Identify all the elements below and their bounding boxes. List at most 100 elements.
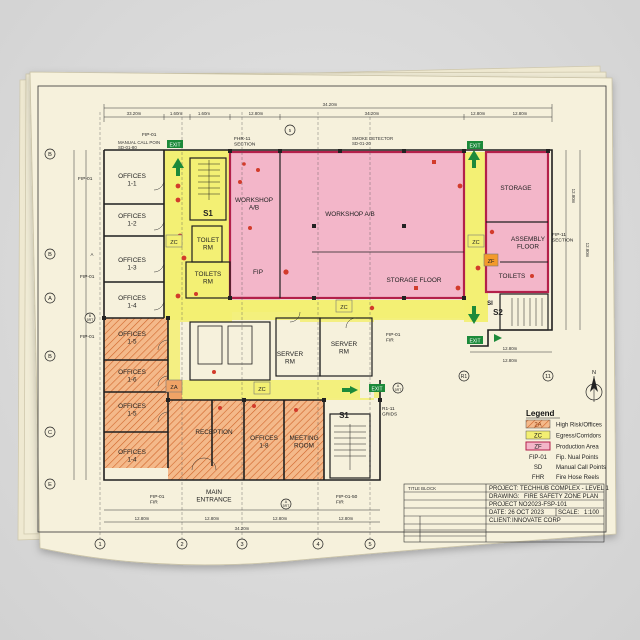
grid-col-1: 1 <box>98 542 101 548</box>
grid-ref-11: 11 <box>545 374 551 380</box>
legend-swatch-production <box>525 441 551 451</box>
zone-tags <box>165 234 499 395</box>
exit-label-top-right: EXIT <box>469 144 480 150</box>
room-toilets-right: TOILETS <box>499 273 526 280</box>
zone-zc-left: ZC <box>170 240 177 246</box>
legend-abbr-code-2: FHR <box>532 475 545 481</box>
tb-heading: TITLE BLOCK <box>408 486 436 491</box>
grid-col-2: 2 <box>180 542 183 548</box>
legend-code-1: ZC <box>534 434 543 440</box>
sheet-border <box>37 85 607 533</box>
grid-row-3: B <box>48 354 52 360</box>
dim-right-0: 12.80m <box>571 189 576 204</box>
title-block-text: TITLE BLOCK PROJECT: TECHHUB COMPLEX - L… <box>408 486 609 524</box>
room-reception: RECEPTION <box>195 429 233 436</box>
room-workshop: WORKSHOP A/B <box>325 211 375 218</box>
tb-client: INNOVATE CORP <box>512 518 561 524</box>
exit-signs <box>167 140 483 392</box>
legend-title: Legend <box>526 409 555 418</box>
dim-bottom-4: 12.80m <box>339 516 354 521</box>
tb-client-label: CLIENT: <box>489 518 512 524</box>
legend-abbr-label-2: Fire Hose Reels <box>556 475 599 481</box>
stair-s1-top: S1 <box>203 209 213 218</box>
ref-top: 5 <box>289 128 292 133</box>
room-storage: STORAGE <box>500 185 531 192</box>
exit-label-mid: EXIT <box>371 387 382 393</box>
note-fip01-l2: FIP-01 <box>80 274 95 280</box>
dim-top-3: 12.80m <box>249 111 264 116</box>
grid-row-0: B <box>48 152 52 158</box>
zone-za: ZA <box>170 385 177 391</box>
exit-sign-top <box>167 140 183 148</box>
grid-bubbles <box>44 124 554 550</box>
grid-labels: 1 2 3 4 5 B B A B C E R1 11 <box>48 152 551 548</box>
zone-zc-right: ZC <box>472 240 479 246</box>
legend-code-2: ZF <box>534 445 542 451</box>
exit-sign-mid <box>369 384 385 392</box>
legend <box>524 410 586 451</box>
structural-columns <box>102 149 550 402</box>
legend-abbr-code-0: FIP-01 <box>529 455 548 461</box>
ref-left: A <box>91 252 94 257</box>
dim-bottom-0: 12.80m <box>135 516 150 521</box>
exit-sign-top-right <box>467 141 483 149</box>
legend-label-1: Egress/Corridors <box>556 434 601 440</box>
dim-right-1: 12.80m <box>585 243 590 258</box>
tb-project-no-label: PROJECT NO: <box>489 502 530 508</box>
dim-bottom-2: 34.20m <box>235 526 250 531</box>
note-fip01-top: FIP-01 <box>142 132 157 138</box>
zone-zf: ZF <box>488 259 495 265</box>
tb-scale-label: SCALE: <box>558 510 580 516</box>
grid-col-4: 4 <box>316 542 319 548</box>
dim-bottom-1: 12.80m <box>205 516 220 521</box>
exit-label-top: EXIT <box>169 143 180 149</box>
legend-label-0: High Risk/Offices <box>556 423 602 429</box>
room-fip: FIP <box>253 269 263 276</box>
title-block <box>403 483 605 543</box>
zone-zc-bottom: ZC <box>258 387 265 393</box>
legend-swatch-egress <box>525 430 551 440</box>
dim-top-6: 12.80m <box>513 111 528 116</box>
legend-swatch-high-risk <box>525 419 551 429</box>
grid-row-5: E <box>48 482 52 488</box>
dim-top-2: 1.60m <box>198 111 211 116</box>
room-storage-floor: STORAGE FLOOR <box>387 277 442 284</box>
dim-top-4: 34.20m <box>365 111 380 116</box>
note-fip01-l1: FIP-01 <box>78 176 93 182</box>
grid-row-4: C <box>48 430 52 436</box>
stair-si: SI <box>487 301 493 307</box>
door-swings <box>153 179 357 471</box>
grid-col-5: 5 <box>368 542 371 548</box>
legend-abbr-label-0: Fip. Nual Points <box>556 455 598 461</box>
grid-row-2: A <box>48 296 52 302</box>
dim-top-5: 12.80m <box>471 111 486 116</box>
tb-scale: 1:100 <box>584 510 600 516</box>
